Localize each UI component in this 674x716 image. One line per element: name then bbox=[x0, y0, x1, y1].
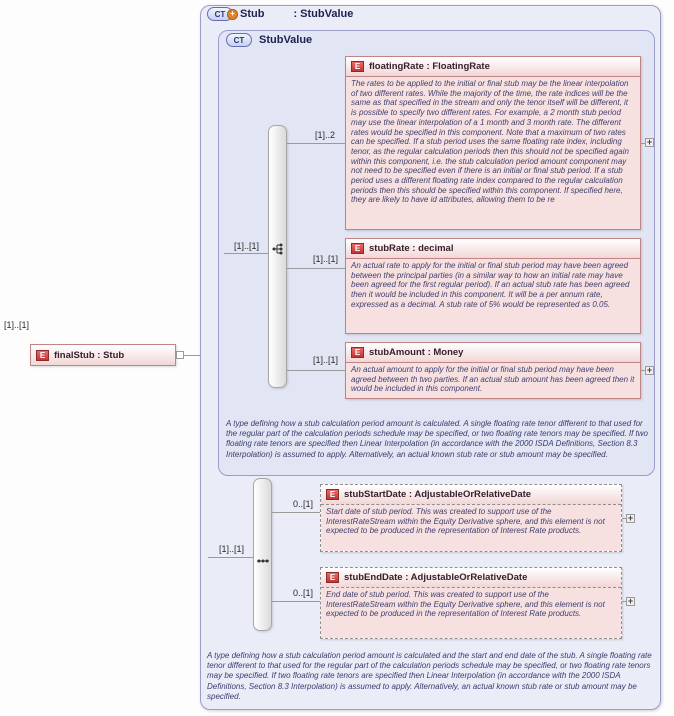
floatingrate-cardinality: [1]..2 bbox=[315, 130, 336, 140]
complextype-icon: CT bbox=[226, 33, 252, 47]
element-icon: E bbox=[326, 572, 339, 583]
floatingrate-element: E floatingRate : FloatingRate The rates … bbox=[345, 56, 641, 230]
stubamount-annotation: An actual amount to apply for the initia… bbox=[346, 362, 640, 398]
stubrate-element: E stubRate : decimal An actual rate to a… bbox=[345, 238, 641, 334]
stubstartdate-element: E stubStartDate : AdjustableOrRelativeDa… bbox=[320, 484, 622, 552]
stubenddate-element: E stubEndDate : AdjustableOrRelativeDate… bbox=[320, 567, 622, 639]
sequence-cardinality: [1]..[1] bbox=[219, 544, 245, 554]
connector-line bbox=[272, 601, 320, 602]
choice-compositor[interactable] bbox=[268, 125, 287, 388]
extension-plus-icon: + bbox=[227, 9, 238, 20]
stubvalue-type-name: StubValue bbox=[259, 34, 313, 46]
stubstartdate-expand-button[interactable]: + bbox=[626, 513, 635, 523]
stubenddate-expand-button[interactable]: + bbox=[626, 596, 635, 606]
complextype-badge-text: CT bbox=[214, 9, 226, 19]
connector-line bbox=[641, 370, 645, 371]
floatingrate-expand-button[interactable]: + bbox=[645, 137, 654, 147]
floatingrate-header[interactable]: E floatingRate : FloatingRate bbox=[346, 57, 640, 76]
finalstub-element[interactable]: E finalStub : Stub bbox=[30, 344, 176, 366]
connector-line bbox=[287, 370, 345, 371]
complextype-extension-icon: CT + bbox=[207, 7, 238, 21]
stub-type-name: Stub bbox=[240, 8, 265, 20]
stubenddate-label: stubEndDate : AdjustableOrRelativeDate bbox=[344, 572, 528, 583]
finalstub-header[interactable]: E finalStub : Stub bbox=[31, 345, 175, 365]
complextype-badge-text: CT bbox=[233, 35, 245, 45]
stubstartdate-header[interactable]: E stubStartDate : AdjustableOrRelativeDa… bbox=[321, 485, 621, 504]
floatingrate-annotation: The rates to be applied to the initial o… bbox=[346, 76, 640, 229]
element-icon: E bbox=[36, 349, 49, 361]
connector-line bbox=[272, 512, 320, 513]
sequence-icon bbox=[257, 559, 269, 563]
stubamount-label: stubAmount : Money bbox=[369, 347, 464, 358]
element-icon: E bbox=[351, 347, 364, 358]
stubrate-annotation: An actual rate to apply for the initial … bbox=[346, 258, 640, 333]
stubamount-element: E stubAmount : Money An actual amount to… bbox=[345, 342, 641, 399]
reference-connector-square bbox=[176, 351, 184, 359]
stubstartdate-label: stubStartDate : AdjustableOrRelativeDate bbox=[344, 489, 532, 500]
element-icon: E bbox=[351, 243, 364, 254]
connector-line bbox=[622, 601, 626, 602]
sequence-compositor[interactable] bbox=[253, 478, 272, 631]
stubstartdate-cardinality: 0..[1] bbox=[293, 499, 314, 509]
stubstartdate-annotation: Start date of stub period. This was crea… bbox=[321, 504, 621, 551]
connector-line bbox=[622, 518, 626, 519]
connector-line bbox=[641, 143, 645, 144]
connector-line bbox=[287, 268, 345, 269]
choice-cardinality: [1]..[1] bbox=[234, 241, 260, 251]
connector-line bbox=[208, 557, 253, 558]
stubvalue-annotation: A type defining how a stub calculation p… bbox=[226, 419, 649, 459]
floatingrate-label: floatingRate : FloatingRate bbox=[369, 61, 490, 72]
choice-icon bbox=[272, 243, 283, 255]
stubamount-header[interactable]: E stubAmount : Money bbox=[346, 343, 640, 362]
stub-annotation: A type defining how a stub calculation p… bbox=[207, 651, 652, 701]
stubenddate-cardinality: 0..[1] bbox=[293, 588, 314, 598]
stubrate-header[interactable]: E stubRate : decimal bbox=[346, 239, 640, 258]
stubamount-expand-button[interactable]: + bbox=[645, 365, 654, 375]
finalstub-label: finalStub : Stub bbox=[54, 349, 125, 361]
connector-line bbox=[287, 143, 345, 144]
element-icon: E bbox=[326, 489, 339, 500]
stubrate-label: stubRate : decimal bbox=[369, 243, 454, 254]
stubenddate-header[interactable]: E stubEndDate : AdjustableOrRelativeDate bbox=[321, 568, 621, 587]
stub-complextype-header[interactable]: CT + Stub : StubValue bbox=[207, 7, 353, 21]
stubenddate-annotation: End date of stub period. This was create… bbox=[321, 587, 621, 638]
stub-type-base: : StubValue bbox=[293, 8, 354, 20]
stubamount-cardinality: [1]..[1] bbox=[313, 355, 339, 365]
stubvalue-complextype-header[interactable]: CT StubValue bbox=[226, 33, 312, 47]
element-icon: E bbox=[351, 61, 364, 72]
connector-line bbox=[184, 355, 200, 356]
connector-line bbox=[224, 253, 268, 254]
finalstub-cardinality: [1]..[1] bbox=[4, 320, 30, 330]
stubrate-cardinality: [1]..[1] bbox=[313, 254, 339, 264]
